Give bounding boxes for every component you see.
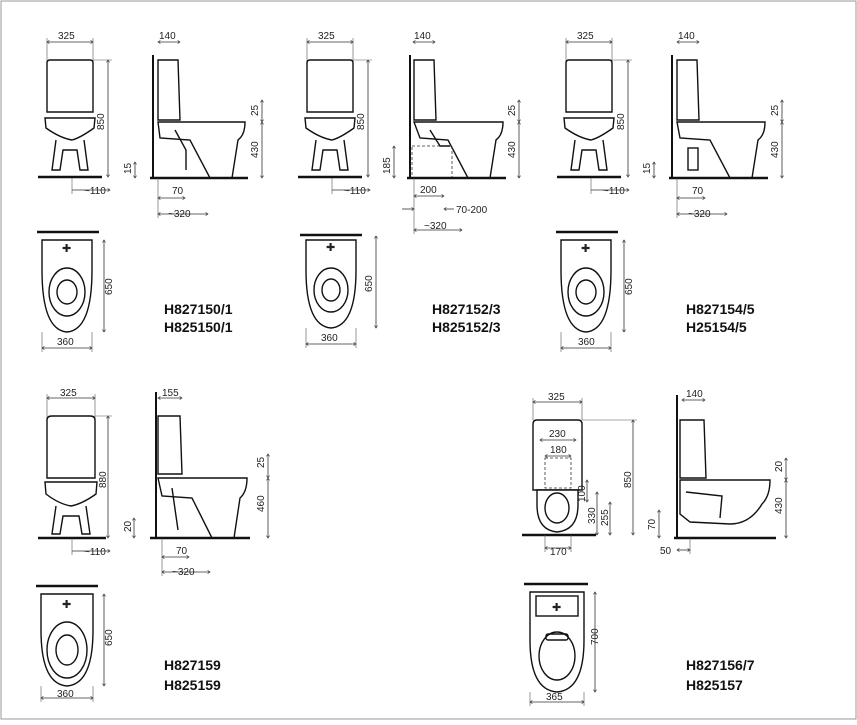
model-4-side-view: 155 25 460 20 70 ~320 — [123, 388, 268, 578]
depth-label: ~320 — [172, 567, 195, 578]
model-2-front-view: 325 850 ~110 — [298, 31, 372, 197]
top-offset-label: 25 — [507, 104, 518, 116]
front-width-label: 325 — [58, 31, 75, 42]
model-3-front-view: 325 850 ~110 — [557, 31, 632, 197]
wall-h-255-label: 255 — [600, 509, 611, 526]
model-1-code-b: H825150/1 — [164, 319, 233, 335]
model-2-plan-view: ✚ 650 360 — [300, 233, 376, 348]
height-label: 880 — [98, 471, 109, 488]
model-4-front-view: 325 880 ~110 — [38, 388, 112, 558]
model-5-code-a: H827156/7 — [686, 657, 755, 673]
depth-label: ~320 — [168, 209, 191, 220]
model-3-plan-view: ✚ 650 360 — [556, 230, 635, 352]
seat-height-label: 430 — [250, 141, 261, 158]
flush-button-icon: ✚ — [326, 242, 335, 254]
front-width-label: 325 — [318, 31, 335, 42]
plan-width-label: 360 — [57, 689, 74, 700]
wall-width-230-label: 230 — [549, 429, 566, 440]
wall-plan-width-label: 365 — [546, 692, 563, 703]
height-label: 850 — [96, 113, 107, 130]
side-width-label: 140 — [414, 31, 431, 42]
top-offset-label: 25 — [256, 456, 267, 468]
side-width-label: 155 — [162, 388, 179, 399]
model-5-plan-view: ✚ 700 365 — [524, 582, 601, 706]
flush-button-icon: ✚ — [581, 243, 590, 255]
model-5-side-view: 140 20 430 70 50 — [647, 389, 786, 557]
seat-height-label: 460 — [256, 495, 267, 512]
height-label: 850 — [356, 113, 367, 130]
seat-height-label: 430 — [770, 141, 781, 158]
model-2-code-a: H827152/3 — [432, 301, 501, 317]
waste-offset-label: ~110 — [84, 547, 106, 558]
top-offset-label: 20 — [774, 460, 785, 472]
outlet-label: 70 — [176, 546, 188, 557]
seat-height-label: 430 — [507, 141, 518, 158]
outlet-label: 70 — [172, 186, 184, 197]
plan-width-label: 360 — [57, 337, 74, 348]
wall-w-170-label: 170 — [550, 547, 567, 558]
floor-offset-label: 20 — [123, 520, 134, 532]
model-3-code-b: H25154/5 — [686, 319, 747, 335]
front-width-label: 325 — [577, 31, 594, 42]
flush-button-icon: ✚ — [552, 602, 561, 614]
model-4-plan-view: ✚ 650 360 — [36, 584, 115, 702]
wall-floor-50-label: 50 — [660, 546, 672, 557]
plan-depth-label: 650 — [624, 278, 635, 295]
model-3-code-a: H827154/5 — [686, 301, 755, 317]
s-outlet-depth-label: 200 — [420, 185, 437, 196]
depth-label: ~320 — [424, 221, 447, 232]
model-1-code-a: H827150/1 — [164, 301, 233, 317]
floor-offset-label: 15 — [642, 162, 653, 174]
side-width-label: 140 — [159, 31, 176, 42]
model-4-code-a: H827159 — [164, 657, 221, 673]
height-label: 850 — [616, 113, 627, 130]
model-1-plan-view: ✚ 650 360 — [37, 230, 115, 352]
wall-width-180-label: 180 — [550, 445, 567, 456]
plan-depth-label: 650 — [364, 275, 375, 292]
seat-height-label: 430 — [774, 497, 785, 514]
wall-h-100-label: 100 — [577, 485, 588, 502]
s-outlet-height-label: 185 — [382, 157, 393, 174]
front-width-label: 325 — [60, 388, 77, 399]
model-5-code-b: H825157 — [686, 677, 743, 693]
model-1-front-view: 325 850 ~110 — [38, 31, 112, 197]
floor-offset-label: 15 — [123, 162, 134, 174]
plan-width-label: 360 — [578, 337, 595, 348]
model-1-side-view: 140 25 430 15 70 ~320 — [123, 31, 262, 220]
top-offset-label: 25 — [770, 104, 781, 116]
s-outlet-range-label: 70-200 — [456, 205, 488, 216]
plan-depth-label: 650 — [104, 629, 115, 646]
model-5-front-view: 325 230 180 100 330 255 850 170 — [522, 392, 637, 558]
height-label: 850 — [623, 471, 634, 488]
model-2-code-b: H825152/3 — [432, 319, 501, 335]
wall-h-330-label: 330 — [587, 507, 598, 524]
plan-width-label: 360 — [321, 333, 338, 344]
top-offset-label: 25 — [250, 104, 261, 116]
side-width-label: 140 — [686, 389, 703, 400]
waste-offset-label: ~110 — [84, 186, 106, 197]
flush-button-icon: ✚ — [62, 243, 71, 255]
wall-plan-depth-label: 700 — [590, 628, 601, 645]
flush-button-icon: ✚ — [62, 599, 71, 611]
depth-label: ~320 — [688, 209, 711, 220]
waste-offset-label: ~110 — [344, 186, 366, 197]
model-2-side-view: 140 25 430 185 200 70-200 ~320 — [382, 31, 519, 234]
outlet-label: 70 — [692, 186, 704, 197]
model-4-code-b: H825159 — [164, 677, 221, 693]
front-width-label: 325 — [548, 392, 565, 403]
plan-depth-label: 650 — [104, 278, 115, 295]
wall-floor-70-label: 70 — [647, 518, 658, 530]
waste-offset-label: ~110 — [603, 186, 625, 197]
side-width-label: 140 — [678, 31, 695, 42]
model-3-side-view: 140 25 430 15 70 ~320 — [642, 31, 782, 220]
